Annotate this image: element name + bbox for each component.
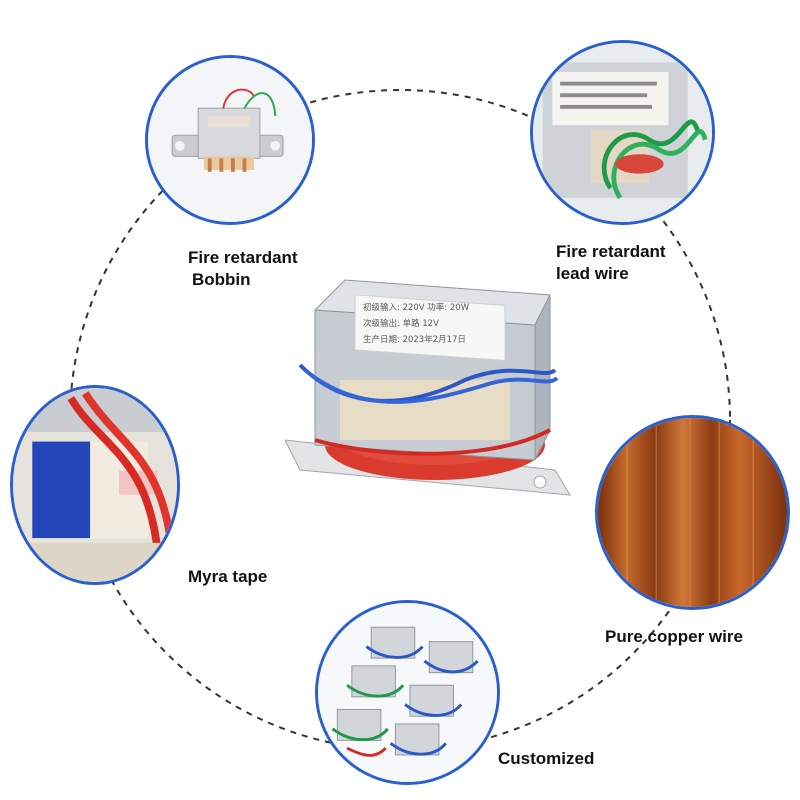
lead-wire-label-line-2: lead wire — [556, 264, 629, 283]
blue-tape-coil-photo-icon — [13, 388, 177, 582]
multiple-transformers-photo-icon — [318, 603, 497, 782]
copper-coil-photo-icon — [598, 418, 787, 607]
ei-transformer-photo-icon: 初级输入: 220V 功率: 20W 次级输出: 单路 12V 生产日期: 20… — [285, 279, 571, 496]
green-lead-wire-photo-icon — [533, 43, 712, 222]
bobbin-label: Fire retardant Bobbin — [188, 247, 298, 291]
customized-label-line-1: Customized — [498, 749, 595, 768]
sticker-line-3: 生产日期: 2023年2月17日 — [363, 334, 466, 345]
sticker-line-1: 初级输入: 220V 功率: 20W — [363, 302, 470, 313]
sticker-line-2: 次级输出: 单路 12V — [363, 318, 439, 329]
copper-wire-photo-bubble — [595, 415, 790, 610]
bobbin-label-line-1: Fire retardant — [188, 248, 298, 267]
transformer-small-photo-icon — [148, 58, 312, 222]
myra-tape-label: Myra tape — [188, 566, 267, 588]
lead-wire-photo-bubble — [530, 40, 715, 225]
bobbin-label-line-2: Bobbin — [192, 270, 251, 289]
copper-wire-label: Pure copper wire — [605, 626, 743, 648]
copper-wire-label-line-1: Pure copper wire — [605, 627, 743, 646]
lead-wire-label: Fire retardant lead wire — [556, 241, 666, 285]
lead-wire-label-line-1: Fire retardant — [556, 242, 666, 261]
myra-tape-label-line-1: Myra tape — [188, 567, 268, 586]
customized-photo-bubble — [315, 600, 500, 785]
customized-label: Customized — [498, 748, 594, 770]
bobbin-photo-bubble — [145, 55, 315, 225]
myra-tape-photo-bubble — [10, 385, 180, 585]
